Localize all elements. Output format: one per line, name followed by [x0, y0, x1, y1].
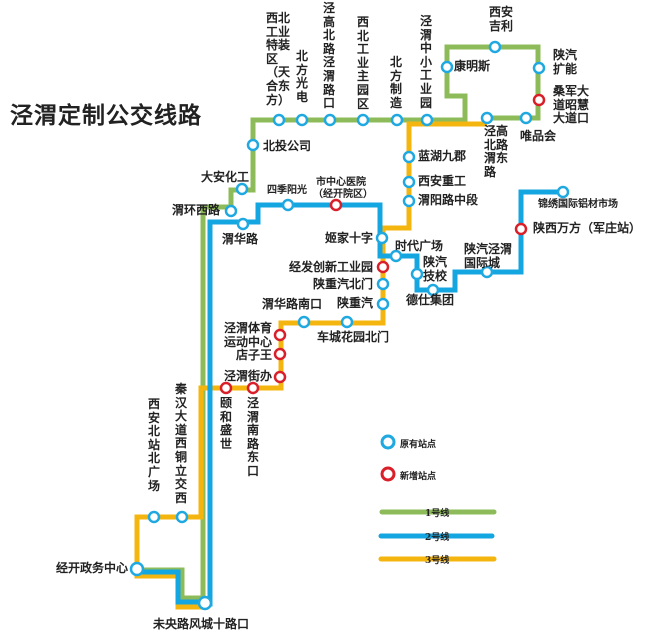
station-jingkai[interactable]: [129, 561, 145, 577]
label-shanqi-kuoneng: 陕汽扩能: [553, 48, 578, 76]
station-vip[interactable]: [519, 111, 533, 125]
station-beifang-guangdian[interactable]: [295, 113, 309, 127]
station-tiyu[interactable]: [273, 328, 287, 342]
legend-new-label: 新增站点: [400, 472, 437, 482]
label-chengcheng: 车城花园北门: [317, 330, 390, 344]
label-jinggao-weidong: 泾高北路渭东路: [484, 124, 509, 179]
legend-existing-icon: [380, 434, 396, 450]
label-jinxiu: 锦绣国际铝材市场: [538, 199, 618, 210]
station-daan[interactable]: [235, 182, 249, 196]
label-beifang-zhizao: 北方制造: [390, 55, 403, 110]
station-weihua[interactable]: [236, 217, 250, 231]
station-xibei-zhuyuan[interactable]: [356, 113, 370, 127]
label-jingkai: 经开政务中心: [55, 561, 128, 575]
station-weiyang-zhongduan[interactable]: [402, 194, 416, 208]
line-2-shared-tail: [137, 569, 205, 605]
station-siji[interactable]: [281, 198, 295, 212]
station-xian-zhonggong[interactable]: [402, 175, 416, 189]
line-3-route: [134, 121, 487, 610]
station-jingfa[interactable]: [376, 260, 390, 274]
station-beizhan[interactable]: [147, 510, 161, 524]
existing-stations: [129, 40, 570, 611]
label-weiyang-zhongduan: 渭阳路中段: [418, 193, 479, 207]
label-xibei-tezhuang: 西北工业特装区（天合东方）: [266, 11, 291, 107]
label-siji: 四季阳光: [267, 185, 307, 196]
label-weiyang-fengcheng: 未央路风城十路口: [153, 617, 250, 631]
label-xibei-zhuyuan: 西北工业主园区: [357, 15, 370, 111]
station-shanqi-jixiao[interactable]: [410, 267, 424, 281]
station-yihe[interactable]: [219, 381, 233, 395]
label-weihua: 渭华路: [222, 232, 259, 246]
label-jingwei-nanlu: 泾渭南路东口: [247, 396, 260, 478]
label-xian-zhonggong: 西安重工: [418, 174, 467, 188]
station-shanzhongqi-beimen[interactable]: [376, 277, 390, 291]
label-yihe: 颐和盛世: [220, 396, 233, 451]
label-weihuanxi: 渭环西路: [172, 203, 221, 217]
station-deshi[interactable]: [426, 283, 440, 297]
station-weihua-nankou[interactable]: [297, 315, 311, 329]
legend-line-1-label: 1号线: [425, 509, 450, 519]
legend-line-3-label: 3号线: [425, 556, 450, 566]
label-jijia: 姬家十字: [324, 231, 373, 245]
label-weihua-nankou: 渭华路南口: [262, 297, 323, 311]
station-qinhan[interactable]: [175, 510, 189, 524]
label-qinhan: 秦汉大道西铜立交西: [175, 382, 188, 505]
station-guojicheng[interactable]: [480, 265, 494, 279]
legend-new-icon: [380, 466, 396, 482]
label-wanfang: 陕西万方（军庄站）: [533, 221, 642, 235]
label-shizhongxin: 市中心医院（经开院区）: [313, 177, 373, 200]
label-beitou: 北投公司: [263, 139, 312, 153]
station-geely[interactable]: [488, 40, 502, 54]
label-jingwei-zhongxiao: 泾渭中小工业园: [420, 14, 433, 110]
station-jieban[interactable]: [273, 370, 287, 384]
label-beifang-guangdian: 北方光电: [296, 49, 309, 104]
label-jieban: 泾渭街办: [223, 369, 272, 383]
label-shanzhongqi-beimen: 陕重汽北门: [312, 277, 373, 291]
label-daan: 大安化工: [201, 170, 250, 184]
label-shanqi-jixiao: 陕汽技校: [423, 255, 448, 283]
station-jingwei-zhongxiao[interactable]: [420, 113, 434, 127]
station-beitou[interactable]: [246, 138, 260, 152]
label-sangjun: 桑军大道昭慧大道口: [553, 84, 590, 126]
new-stations: [219, 93, 546, 482]
station-lanhu[interactable]: [402, 150, 416, 164]
station-jinggao-jingwei[interactable]: [323, 113, 337, 127]
label-deshi: 德仕集团: [406, 293, 455, 307]
station-shanzhongqi[interactable]: [376, 297, 390, 311]
station-wanfang[interactable]: [514, 222, 528, 236]
label-vip: 唯品会: [520, 129, 557, 143]
label-beizhan: 西安北站北广场: [148, 397, 161, 493]
label-jinggao-jingwei: 泾高北路泾渭路口: [323, 1, 336, 111]
legend-existing-label: 原有站点: [400, 440, 437, 450]
station-weihuanxi[interactable]: [224, 204, 238, 218]
station-jijia[interactable]: [375, 231, 389, 245]
label-kangmingsi: 康明斯: [454, 59, 491, 73]
station-xibei-tezhuang[interactable]: [272, 113, 286, 127]
legend-line-2-label: 2号线: [425, 533, 450, 543]
station-shanqi-kuoneng[interactable]: [532, 61, 546, 75]
label-guojicheng: 陕汽泾渭国际城: [464, 242, 513, 270]
label-dianziwang: 店子王: [235, 348, 272, 362]
station-shidai[interactable]: [389, 249, 403, 263]
station-jinggao-weidong[interactable]: [480, 111, 494, 125]
station-weiyang-fengcheng[interactable]: [197, 595, 213, 611]
station-chengcheng[interactable]: [340, 315, 354, 329]
station-sangjun[interactable]: [532, 93, 546, 107]
station-dianziwang[interactable]: [273, 347, 287, 361]
station-kangmingsi[interactable]: [440, 60, 454, 74]
label-shanzhongqi: 陕重汽: [336, 296, 373, 310]
label-lanhu: 蓝湖九郡: [418, 149, 467, 163]
station-shizhongxin[interactable]: [329, 198, 343, 212]
station-beifang-zhizao[interactable]: [390, 113, 404, 127]
station-jinxiu[interactable]: [556, 185, 570, 199]
label-shidai: 时代广场: [395, 239, 444, 253]
label-jingfa: 经发创新工业园: [288, 260, 373, 274]
map-title: 泾渭定制公交线路: [10, 102, 202, 129]
station-jingwei-nanlu[interactable]: [246, 381, 260, 395]
label-geely: 西安吉利: [489, 5, 514, 33]
label-tiyu: 泾渭体育运动中心: [223, 321, 272, 349]
